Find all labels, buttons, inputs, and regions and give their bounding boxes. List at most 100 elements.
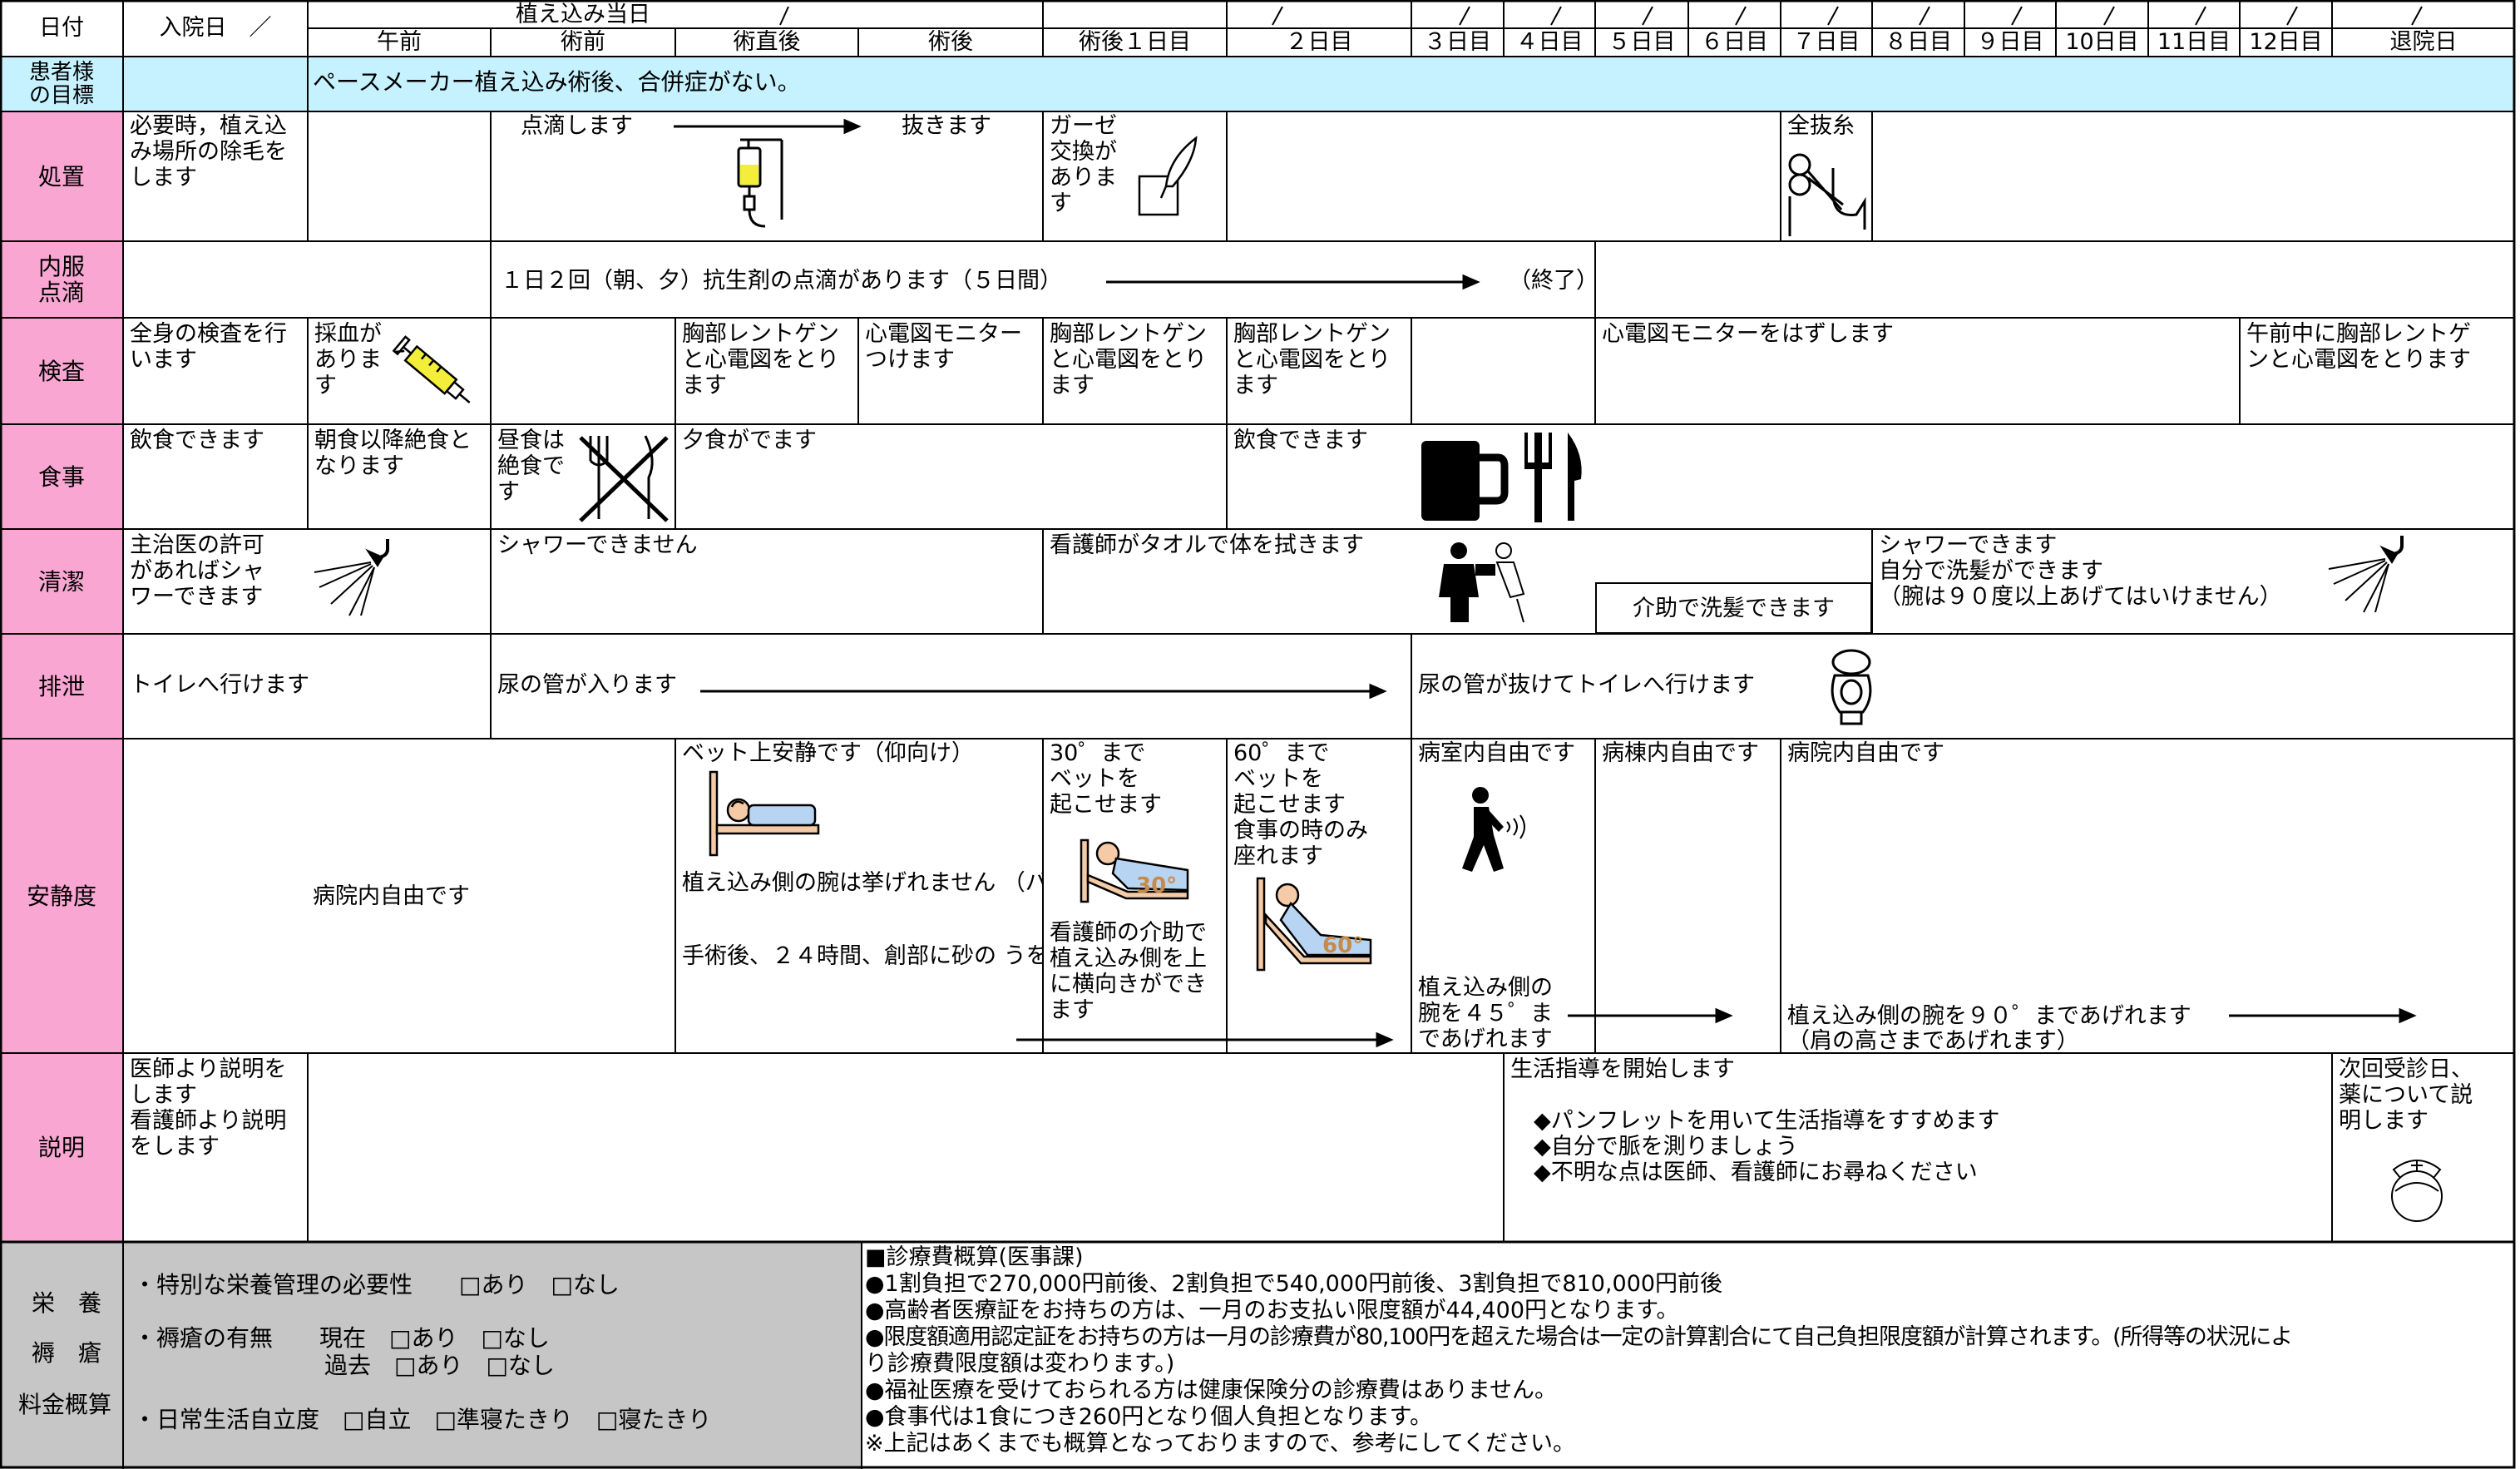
category-column <box>0 57 123 1242</box>
exam-monitor-off: 心電図モニターをはずします <box>1602 321 1894 347</box>
treatment-gauze: ガーゼ 交換が ありま す <box>1050 113 1117 216</box>
stitch-removal-icon <box>1788 153 1866 236</box>
cost-line-1: ●1割負担で270,000円前後、2割負担で540,000円前後、3割負担で81… <box>865 1271 1723 1297</box>
explain-bullet-pulse: ◆自分で脈を測りましょう <box>1534 1134 1798 1160</box>
hygiene-assist-wash-box: 介助で洗髪できます <box>1595 582 1872 634</box>
exam-day2-xray: 胸部レントゲン と心電図をとり ます <box>1233 321 1391 398</box>
implant-day-header: 植え込み当日 <box>516 2 650 27</box>
category-rest: 安静度 <box>26 882 96 910</box>
header-day11: 11日目 <box>2157 29 2231 55</box>
cost-title: ■診療費概算(医事課) <box>865 1244 1084 1270</box>
rest-arm-fixed: 植え込み側の腕は挙げれません （バストバンドで固定します） <box>682 870 1043 896</box>
cost-line-3b: り診療費限度額は変わります。) <box>865 1351 1175 1377</box>
footer-label-pressure-ulcer: 褥 瘡 <box>32 1339 102 1367</box>
header-preop: 術前 <box>561 29 605 55</box>
iv-antibiotics-text: １日２回（朝、夕）抗生剤の点滴があります（５日間） <box>501 268 1062 294</box>
rest-day1-assist: 看護師の介助で 植え込み側を上 に横向きができ ます <box>1050 920 1207 1023</box>
header-am: 午前 <box>377 29 422 55</box>
hygiene-no-shower: シャワーできません <box>497 532 698 558</box>
toilet-icon <box>1831 649 1872 725</box>
explain-admission: 医師より説明を します 看護師より説明 をします <box>130 1056 287 1160</box>
explain-bullet-pamphlet: ◆パンフレットを用いて生活指導をすすめます <box>1534 1108 2000 1134</box>
goal-text: ペースメーカー植え込み術後、合併症がない。 <box>313 68 801 96</box>
explain-life-guidance-title: 生活指導を開始します <box>1510 1056 1735 1082</box>
header-day6: ６日目 <box>1701 29 1768 55</box>
bed-flat-icon <box>709 770 820 857</box>
header-day9: ９日目 <box>1976 29 2044 55</box>
exam-monitor-on: 心電図モニター つけます <box>865 321 1022 373</box>
walking-person-icon <box>1462 787 1525 872</box>
no-meal-icon <box>579 435 669 522</box>
footer-label-cost: 料金概算 <box>18 1391 112 1418</box>
category-exam: 検査 <box>37 357 85 385</box>
rest-arm90-note: （肩の高さまであげれます） <box>1787 1028 2079 1054</box>
syringe-icon <box>392 335 471 403</box>
category-explain: 説明 <box>37 1134 85 1161</box>
rest-bed-rest: ベット上安静です（仰向け） <box>682 740 974 766</box>
header-day5: ５日目 <box>1608 29 1676 55</box>
rest-room-free: 病室内自由です <box>1418 740 1575 766</box>
header-day1: 術後１日目 <box>1079 29 1191 55</box>
exam-blood: 採血が ありま す <box>314 321 382 398</box>
header-day4: ４日目 <box>1515 29 1584 55</box>
nurse-face-icon <box>2391 1160 2443 1222</box>
hygiene-towel: 看護師がタオルで体を拭きます <box>1050 532 1364 558</box>
excretion-catheter-out: 尿の管が抜けてトイレへ行けます <box>1418 672 1755 698</box>
exam-admission: 全身の検査を行 います <box>130 321 287 373</box>
excretion-toilet: トイレへ行けます <box>130 672 309 698</box>
header-postop: 術後 <box>928 29 973 55</box>
cost-line-2: ●高齢者医療証をお持ちの方は、一月のお支払い限度額が44,400円となります。 <box>865 1298 1679 1323</box>
date-header: 日付 <box>39 15 84 41</box>
category-hygiene: 清潔 <box>37 567 85 596</box>
cost-line-6: ※上記はあくまでも概算となっておりますので、参考にしてください。 <box>865 1431 1575 1457</box>
meal-admission: 飲食できます <box>130 428 264 453</box>
rest-day2: 60゜まで ベットを 起こせます 食事の時のみ 座れます <box>1233 740 1368 869</box>
cost-line-4: ●福祉医療を受けておられる方は健康保険分の診療費はありません。 <box>865 1377 1557 1403</box>
meal-cup-cutlery-icon <box>1421 433 1582 522</box>
header-day7: ７日目 <box>1792 29 1860 55</box>
goal-label: 患者様 の目標 <box>28 60 94 108</box>
footer-nutrition-need: ・特別な栄養管理の必要性 □あり □なし <box>133 1271 620 1298</box>
explain-bullet-ask: ◆不明な点は医師、看護師にお尋ねください <box>1534 1160 1978 1185</box>
meal-ok: 飲食できます <box>1233 428 1368 453</box>
rest-sandbag: 手術後、２４時間、創部に砂の うをのせます （ペースメーカーのリード線の ずれ防… <box>682 943 1043 969</box>
category-excretion: 排泄 <box>37 672 85 700</box>
footer-background <box>0 1242 862 1469</box>
hygiene-admission: 主治医の許可 があればシャ ワーできます <box>130 532 264 610</box>
admission-day-header: 入院日 ／ <box>159 15 272 41</box>
header-day12: 12日目 <box>2249 29 2323 55</box>
exam-day1-xray: 胸部レントゲン と心電図をとり ます <box>1050 321 1207 398</box>
exam-discharge-xray: 午前中に胸部レントゲ ンと心電図をとります <box>2246 321 2471 373</box>
header-day3: ３日目 <box>1424 29 1491 55</box>
exam-preop-xray: 胸部レントゲン と心電図をとり ます <box>682 321 839 398</box>
category-iv: 内服 点滴 <box>37 253 85 306</box>
nurse-wiping-icon <box>1439 542 1525 623</box>
category-meal: 食事 <box>37 462 85 491</box>
footer-adl: ・日常生活自立度 □自立 □準寝たきり □寝たきり <box>133 1406 712 1433</box>
rest-arm45: 植え込み側の 腕を４５゜ま であげれます <box>1418 975 1553 1052</box>
meal-dinner: 夕食がでます <box>682 428 817 453</box>
treatment-admission: 必要時，植え込 み場所の除毛を します <box>130 113 287 190</box>
excretion-catheter: 尿の管が入ります <box>497 672 677 698</box>
header-day2: ２日目 <box>1285 29 1353 55</box>
iv-drip-icon <box>737 138 783 228</box>
treatment-stitches: 全抜糸 <box>1787 113 1855 139</box>
header-day8: ８日目 <box>1885 29 1952 55</box>
cost-line-3a: ●限度額適用認定証をお持ちの方は一月の診療費が80,100円を超えた場合は一定の… <box>865 1324 2293 1350</box>
treatment-drip: 点滴します <box>521 113 633 139</box>
iv-end-text: （終了） <box>1509 268 1595 294</box>
header-immediate-postop: 術直後 <box>733 29 801 55</box>
goal-row-background <box>123 57 2515 111</box>
rest-arm90: 植え込み側の腕を９０゜まであげれます <box>1787 1003 2191 1029</box>
bed-60-degree-icon <box>1256 877 1372 972</box>
meal-lunch: 昼食は 絶食で す <box>497 428 565 505</box>
meal-fasting: 朝食以降絶食と なります <box>314 428 472 479</box>
hygiene-shower-ok: シャワーできます 自分で洗髪ができます （腕は９０度以上あげてはいけません） <box>1879 532 2282 610</box>
category-treatment: 処置 <box>37 162 85 190</box>
bed-30-degree-icon <box>1080 838 1189 903</box>
rest-ward-free: 病棟内自由です <box>1602 740 1759 766</box>
explain-next-visit: 次回受診日、 薬について説 明します <box>2339 1056 2473 1134</box>
cost-line-5: ●食事代は1食につき260円となり個人負担となります。 <box>865 1404 1432 1430</box>
